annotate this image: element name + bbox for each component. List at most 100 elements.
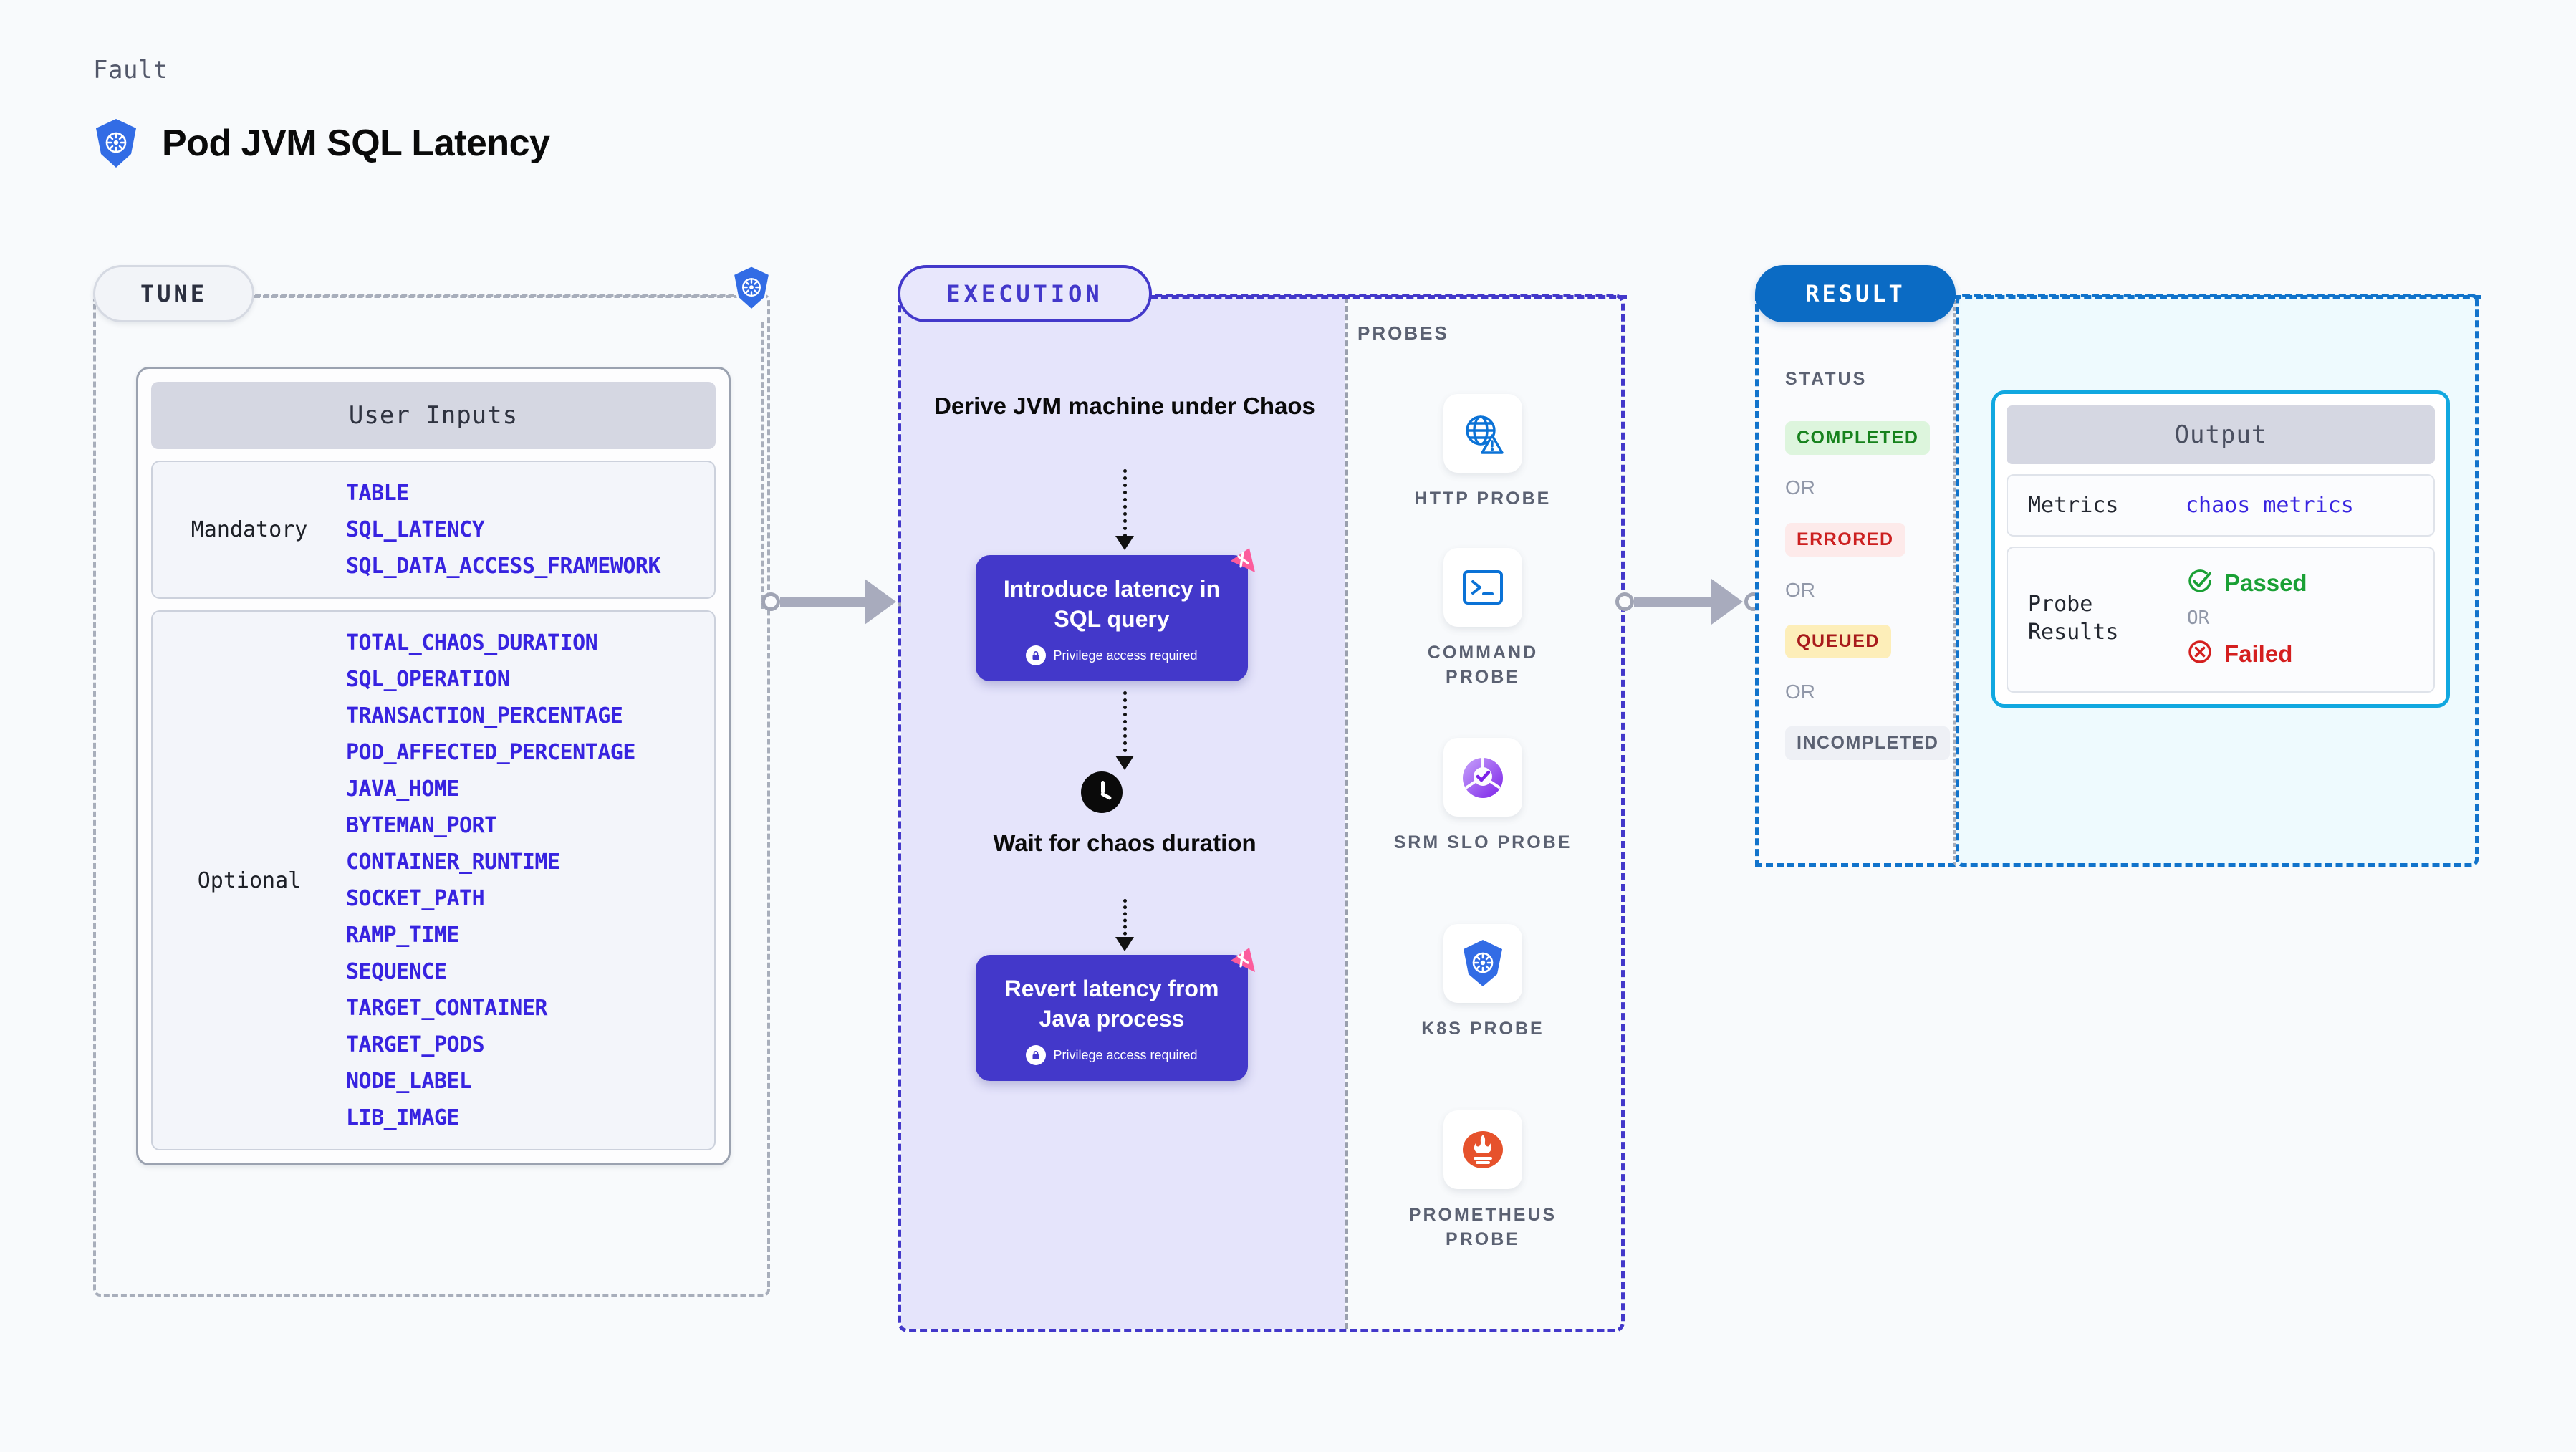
connector-dot <box>761 592 780 611</box>
srm-slo-icon <box>1443 738 1522 817</box>
param-list: TABLE SQL_LATENCY SQL_DATA_ACCESS_FRAMEW… <box>346 475 714 585</box>
param-item[interactable]: TOTAL_CHAOS_DURATION <box>346 630 598 655</box>
wait-step-label: Wait for chaos duration <box>993 830 1256 856</box>
harness-flag-icon <box>1225 542 1261 582</box>
param-item[interactable]: JAVA_HOME <box>346 777 460 802</box>
prometheus-icon <box>1443 1110 1522 1189</box>
result-connector-line <box>1954 295 2481 299</box>
result-status-region <box>1755 294 1956 867</box>
arrow-head-icon <box>1711 579 1743 625</box>
output-metrics-value[interactable]: chaos metrics <box>2186 493 2354 518</box>
output-row-probe-results: Probe Results Passed OR <box>2007 547 2435 693</box>
connector-dot <box>1615 592 1634 611</box>
harness-flag-icon <box>1225 942 1261 981</box>
probes-divider <box>1345 297 1348 1329</box>
derive-step-label: Derive JVM machine under Chaos <box>934 393 1315 419</box>
flow-line <box>1123 899 1127 942</box>
probe-http[interactable]: HTTP PROBE <box>1393 394 1572 511</box>
probe-prometheus[interactable]: PROMETHEUS PROBE <box>1393 1110 1572 1252</box>
status-badge-errored: ERRORED <box>1785 523 1905 557</box>
param-item[interactable]: LIB_IMAGE <box>346 1105 460 1130</box>
param-item[interactable]: TARGET_CONTAINER <box>346 996 547 1021</box>
user-inputs-card: User Inputs Mandatory TABLE SQL_LATENCY … <box>136 367 731 1165</box>
globe-warning-icon <box>1443 394 1522 473</box>
probe-srm-slo[interactable]: SRM SLO PROBE <box>1393 738 1572 855</box>
step-title: Revert latency from Java process <box>1004 976 1219 1032</box>
execution-pill[interactable]: EXECUTION <box>898 265 1152 322</box>
probe-label: HTTP PROBE <box>1414 489 1552 509</box>
result-pill[interactable]: RESULT <box>1755 265 1956 322</box>
status-badge-queued: QUEUED <box>1785 625 1891 658</box>
page-eyebrow: Fault <box>93 56 168 85</box>
probes-label: PROBES <box>1357 322 1449 344</box>
param-item[interactable]: SEQUENCE <box>346 959 447 984</box>
output-row-metrics: Metrics chaos metrics <box>2007 474 2435 537</box>
param-group-label: Optional <box>197 867 302 893</box>
param-group-label: Mandatory <box>191 517 308 542</box>
connector-bar <box>1634 597 1713 607</box>
output-header: Output <box>2007 405 2435 464</box>
flow-line <box>1123 469 1127 537</box>
page-title-row: Pod JVM SQL Latency <box>93 118 550 168</box>
param-item[interactable]: SQL_LATENCY <box>346 517 485 542</box>
param-group-optional: Optional TOTAL_CHAOS_DURATION SQL_OPERAT… <box>151 610 716 1150</box>
privilege-note: Privilege access required <box>1053 648 1198 663</box>
result-pill-label: RESULT <box>1805 280 1905 307</box>
execution-step-revert-latency[interactable]: Revert latency from Java process Privile… <box>976 948 1255 1082</box>
param-list: TOTAL_CHAOS_DURATION SQL_OPERATION TRANS… <box>346 625 714 1136</box>
x-circle-icon <box>2186 638 2214 670</box>
param-item[interactable]: TABLE <box>346 481 409 506</box>
tune-connector-line <box>254 295 749 298</box>
probe-k8s[interactable]: K8S PROBE <box>1393 924 1572 1042</box>
probe-result-or-label: OR <box>2187 607 2210 629</box>
param-item[interactable]: SQL_OPERATION <box>346 667 510 692</box>
connector-bar <box>780 597 866 607</box>
param-item[interactable]: SOCKET_PATH <box>346 886 485 911</box>
probe-result-failed-label: Failed <box>2224 640 2293 667</box>
user-inputs-header: User Inputs <box>151 382 716 449</box>
privilege-note: Privilege access required <box>1053 1047 1198 1062</box>
probe-label: PROMETHEUS PROBE <box>1408 1205 1557 1249</box>
probe-label: SRM SLO PROBE <box>1393 832 1572 852</box>
param-item[interactable]: BYTEMAN_PORT <box>346 813 497 838</box>
status-badge-incompleted: INCOMPLETED <box>1785 726 1951 760</box>
probe-result-passed-label: Passed <box>2224 569 2307 596</box>
probe-label: COMMAND PROBE <box>1427 643 1539 687</box>
kubernetes-icon <box>93 118 139 168</box>
output-probe-results-key: Probe Results <box>2028 592 2119 645</box>
tune-pill[interactable]: TUNE <box>93 265 254 322</box>
status-or-label: OR <box>1785 579 1815 601</box>
kubernetes-icon <box>1443 924 1522 1003</box>
arrow-down-icon <box>1115 937 1134 951</box>
param-item[interactable]: CONTAINER_RUNTIME <box>346 850 560 875</box>
param-item[interactable]: TARGET_PODS <box>346 1032 485 1057</box>
check-circle-icon <box>2186 567 2214 599</box>
param-item[interactable]: SQL_DATA_ACCESS_FRAMEWORK <box>346 554 661 579</box>
page-title: Pod JVM SQL Latency <box>162 122 550 164</box>
param-item[interactable]: RAMP_TIME <box>346 923 460 948</box>
param-group-mandatory: Mandatory TABLE SQL_LATENCY SQL_DATA_ACC… <box>151 461 716 599</box>
tune-vertical-line <box>761 322 764 609</box>
execution-step-introduce-latency[interactable]: Introduce latency in SQL query Privilege… <box>976 548 1255 682</box>
connector-tune-to-execution <box>761 579 916 625</box>
lock-icon <box>1026 1045 1047 1066</box>
user-inputs-title: User Inputs <box>348 401 519 430</box>
output-card: Output Metrics chaos metrics Probe Resul… <box>1991 390 2450 708</box>
status-or-label: OR <box>1785 476 1815 499</box>
param-item[interactable]: NODE_LABEL <box>346 1069 472 1094</box>
status-label: STATUS <box>1785 369 1868 389</box>
clock-icon <box>1081 771 1123 813</box>
status-badge-completed: COMPLETED <box>1785 421 1931 455</box>
execution-connector-line <box>1150 295 1627 299</box>
probe-command[interactable]: COMMAND PROBE <box>1393 548 1572 690</box>
lock-icon <box>1026 645 1047 666</box>
param-item[interactable]: TRANSACTION_PERCENTAGE <box>346 703 623 729</box>
connector-execution-to-result <box>1615 579 1763 625</box>
param-item[interactable]: POD_AFFECTED_PERCENTAGE <box>346 740 635 765</box>
terminal-icon <box>1443 548 1522 627</box>
tune-kubernetes-icon <box>731 265 772 311</box>
tune-pill-label: TUNE <box>140 280 208 307</box>
execution-pill-label: EXECUTION <box>946 280 1103 307</box>
probe-label: K8S PROBE <box>1421 1019 1544 1039</box>
step-title: Introduce latency in SQL query <box>1003 576 1221 633</box>
